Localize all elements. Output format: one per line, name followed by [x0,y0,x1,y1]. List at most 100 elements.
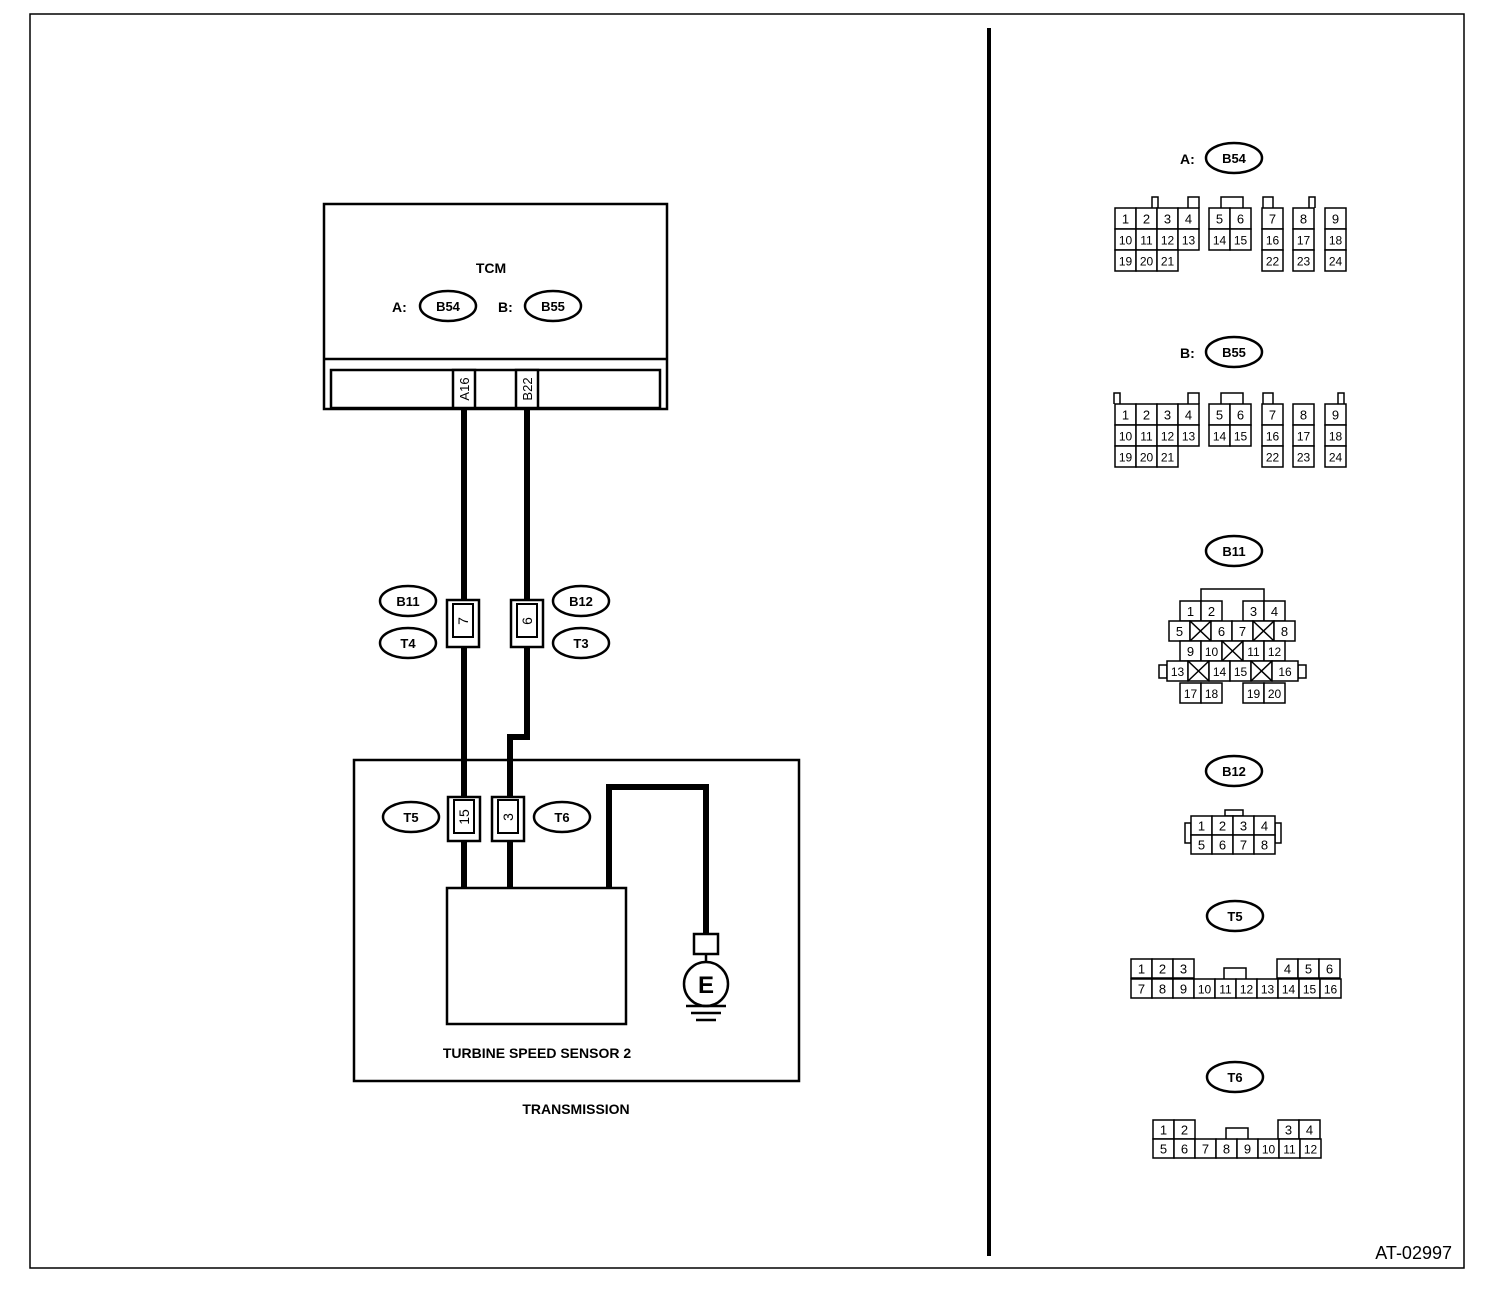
b11-pin-label: 1 [1187,604,1194,619]
t5-pin-label: 5 [1305,962,1312,977]
tcm-conn-b-prefix: B: [498,299,513,315]
b54-pin-label: 7 [1269,212,1276,227]
transmission-box [352,758,801,1083]
b55-pin-label: 18 [1329,430,1343,444]
t5-view-title: T5 [1227,909,1242,924]
wire-ground [606,784,709,934]
b11-pin-label: 14 [1213,665,1227,679]
tcm-connector-strip [329,368,662,410]
b11-pin-label: 16 [1278,665,1292,679]
t6-pin-label: 10 [1262,1143,1276,1157]
b54-pin-cell [1156,249,1179,272]
t5-pin-label: 12 [1240,983,1254,997]
b55-pin-label: 2 [1143,408,1150,423]
tcm-unit: TCM A: B54 B: B55 A16 B22 [322,202,669,411]
b12-pin-label: 8 [1261,838,1268,853]
t6-pin-label: 6 [1181,1142,1188,1157]
b54-pin-cell [1324,249,1347,272]
t6-pin-label: 5 [1160,1142,1167,1157]
t6-pin-label: 7 [1202,1142,1209,1157]
b55-pin-label: 20 [1140,451,1154,465]
b55-pin-label: 3 [1164,408,1171,423]
tcm-conn-a-label: B54 [436,299,461,314]
b54-pin-label: 24 [1329,255,1343,269]
b55-pin-label: 19 [1119,451,1133,465]
b54-pin-label: 4 [1185,212,1192,227]
b11-pin-label: 9 [1187,644,1194,659]
b55-pin-label: 23 [1297,451,1311,465]
t6-pin: 3 [500,813,516,821]
b12-view-title: B12 [1222,764,1246,779]
t6-label: T6 [554,810,569,825]
b11-pin-label: 12 [1268,645,1282,659]
t5-pin-label: 15 [1303,983,1317,997]
t6-view-title: T6 [1227,1070,1242,1085]
transmission-unit: 15 3 T5 T6 TURBINE SPEED SENSOR 2 E TRAN… [352,758,801,1117]
t5-pin-label: 2 [1159,962,1166,977]
b55-pin-label: 22 [1266,451,1280,465]
b54-pin-label: 15 [1234,234,1248,248]
t5-pin-cell [1319,978,1342,999]
b11-blank-cavity [1187,660,1210,682]
t5-pin-label: 4 [1284,962,1291,977]
b11-view-title: B11 [1222,544,1245,559]
b55-pin-cell [1324,445,1347,468]
sensor-label: TURBINE SPEED SENSOR 2 [443,1045,631,1061]
b55-pin-label: 4 [1185,408,1192,423]
b55-pin-label: 8 [1300,408,1307,423]
b11-pin-label: 11 [1247,645,1260,659]
b12-pin-cell [1253,834,1276,855]
b54-view-title: B54 [1222,151,1247,166]
b54-pin-cell [1292,249,1315,272]
b11-pin-cell [1271,660,1299,682]
t5-pin-label: 13 [1261,983,1275,997]
b54-pin-label: 12 [1161,234,1175,248]
outer-frame [29,13,1465,1269]
t5-label: T5 [403,810,418,825]
b54-pin-label: 2 [1143,212,1150,227]
b55-pin-label: 1 [1122,408,1129,423]
t5-pin: 15 [456,809,472,825]
b55-pin-cell [1292,445,1315,468]
harness-right-pin: 6 [519,617,535,625]
b11-pin-label: 4 [1271,604,1278,619]
b12-pin-label: 3 [1240,819,1247,834]
t5-pin-label: 8 [1159,982,1166,997]
b54-pin-label: 20 [1140,255,1154,269]
b11-pin-cell [1200,682,1223,704]
b11-pin-label: 13 [1171,665,1185,679]
b54-pin-label: 11 [1140,234,1153,248]
b55-pin-cell [1229,424,1252,447]
harness-connectors: 7 6 B11 T4 B12 T3 [378,584,611,660]
b55-pin-label: 17 [1297,430,1311,444]
ground-terminal [692,932,720,956]
b55-pin-label: 10 [1119,430,1133,444]
b54-pin-label: 6 [1237,212,1244,227]
t5-pin-label: 11 [1219,983,1232,997]
b55-pin-label: 24 [1329,451,1343,465]
t6-pin-label: 1 [1160,1123,1167,1138]
b55-pin-label: 13 [1182,430,1196,444]
b54-pin-label: 5 [1216,212,1223,227]
t5-pin-label: 10 [1198,983,1212,997]
harness-right-inner [516,603,538,638]
ground-label: E [698,972,714,999]
tcm-conn-b-label: B55 [541,299,565,314]
b54-pin-cell [1177,228,1200,251]
connector-views: A: B54 B: B55 B11 B12 T5 T6 [1113,141,1347,1159]
b11-blank-cavity [1189,620,1212,642]
pin-b22-label: B22 [520,377,535,400]
b54-pin-cell [1229,228,1252,251]
b55-pin-label: 21 [1161,451,1175,465]
b54-pin-label: 10 [1119,234,1133,248]
b54-pin-label: 19 [1119,255,1133,269]
t5-pin-label: 3 [1180,962,1187,977]
b55-pin-label: 15 [1234,430,1248,444]
harness-label-b11: B11 [396,594,419,609]
b12-pin-label: 6 [1219,838,1226,853]
b11-blank-cavity [1221,640,1244,662]
t6-pin-label: 12 [1304,1143,1318,1157]
b54-pin-label: 16 [1266,234,1280,248]
b54-view-prefix: A: [1180,151,1195,167]
